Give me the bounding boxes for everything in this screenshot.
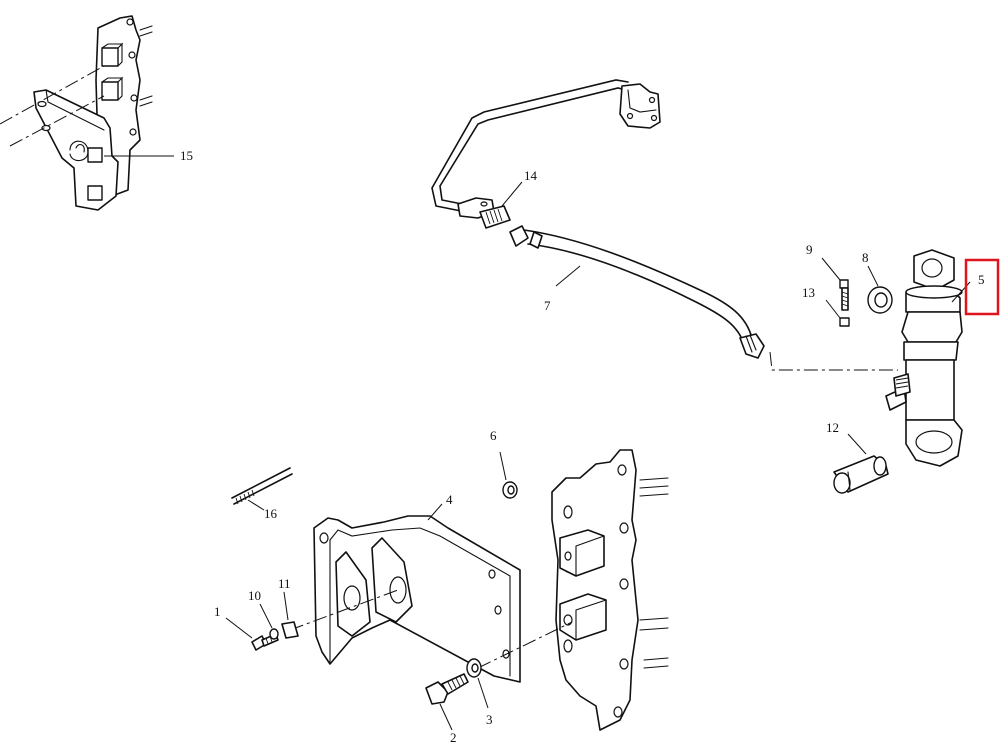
nut-part-13	[839, 317, 850, 327]
callout-5: 5	[978, 272, 985, 287]
leader-7	[555, 265, 581, 287]
clamp-part-14	[457, 197, 511, 229]
highlight-box-5	[964, 258, 1000, 316]
washer-part-6	[502, 481, 518, 499]
frame-plate-lower-right	[551, 449, 669, 731]
leader-2	[439, 703, 453, 731]
centerline-bracket-to-plate	[289, 589, 399, 631]
callout-9: 9	[806, 242, 813, 257]
callout-12: 12	[826, 420, 839, 435]
washer-part-10	[269, 628, 279, 640]
callout-7: 7	[544, 298, 551, 313]
clip-part-11	[281, 621, 299, 639]
bolt-part-9	[839, 279, 849, 311]
leader-1	[225, 617, 253, 639]
seal-part-8	[867, 286, 893, 314]
callout-11: 11	[278, 576, 291, 591]
leader-11	[283, 591, 289, 621]
leader-8	[867, 265, 879, 287]
leader-4	[427, 503, 443, 521]
leader-12	[847, 433, 867, 455]
callout-14: 14	[524, 168, 538, 183]
callout-10: 10	[248, 588, 261, 603]
bracket-part-4	[313, 515, 521, 683]
pin-part-12	[833, 455, 889, 494]
hose-part-7	[509, 225, 765, 359]
cylinder-part-5	[885, 249, 963, 467]
pipe-rigid	[431, 79, 661, 213]
leader-14	[501, 181, 523, 207]
leader-16	[247, 499, 265, 511]
leader-13	[825, 299, 841, 319]
callout-2: 2	[450, 730, 457, 745]
callout-16: 16	[264, 506, 278, 521]
leader-3	[477, 677, 489, 709]
centerline-bolt-to-plate	[477, 621, 573, 669]
callout-4: 4	[446, 492, 453, 507]
centerline-hose-to-cylinder	[769, 351, 898, 371]
leader-10	[259, 603, 273, 629]
callout-13: 13	[802, 285, 815, 300]
stud-part-16	[231, 467, 293, 505]
callout-15: 15	[180, 148, 193, 163]
bolt-part-2	[425, 673, 469, 705]
callout-1: 1	[214, 604, 221, 619]
leader-6	[499, 451, 507, 481]
callout-8: 8	[862, 250, 869, 265]
washer-part-3	[466, 658, 482, 678]
callout-6: 6	[490, 428, 497, 443]
leader-9	[821, 257, 841, 281]
centerline-dash-15	[0, 65, 105, 147]
callout-3: 3	[486, 712, 493, 727]
bolt-part-1	[251, 633, 279, 651]
bracket-part-15	[33, 89, 119, 211]
